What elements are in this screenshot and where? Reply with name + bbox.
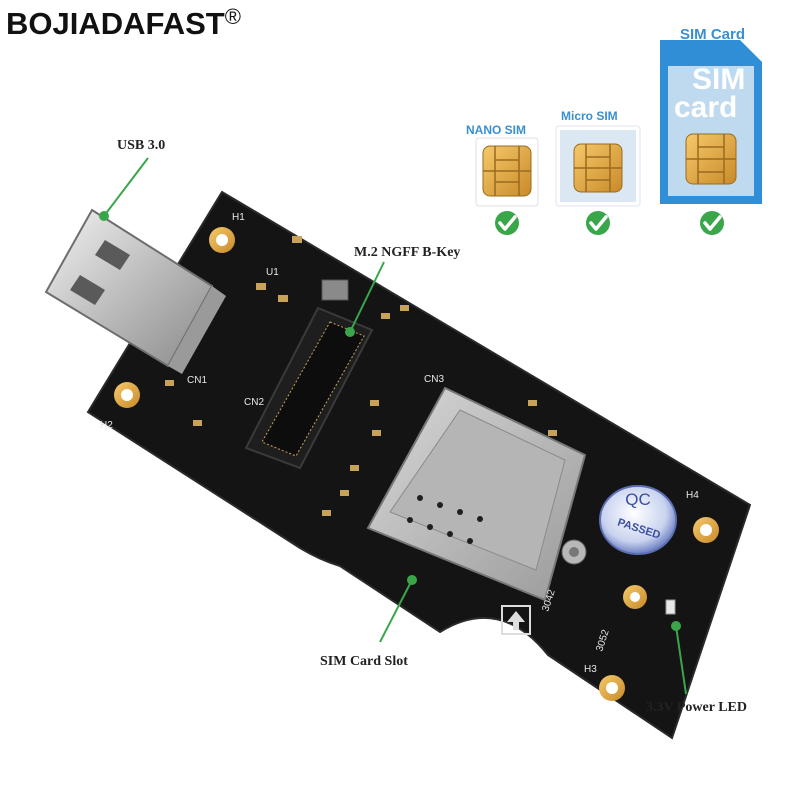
m2-callout-line — [349, 261, 385, 333]
led-callout: 3.3V Power LED — [646, 700, 747, 715]
label-u1: U1 — [266, 267, 279, 278]
qc-text: QC — [625, 490, 651, 509]
brand-name: BOJIADAFAST — [6, 6, 225, 41]
m2-callout: M.2 NGFF B-Key — [354, 245, 461, 260]
label-h2: H2 — [100, 420, 113, 431]
check-nano-icon — [495, 211, 519, 235]
check-standard-icon — [700, 211, 724, 235]
nano-sim-card — [475, 137, 539, 207]
sim-slot-callout: SIM Card Slot — [320, 654, 408, 669]
sim-card-line2: card — [674, 91, 738, 124]
micro-sim-label: Micro SIM — [561, 109, 618, 123]
standard-sim-card — [660, 40, 762, 204]
micro-sim-card — [555, 125, 641, 207]
label-h3: H3 — [584, 664, 597, 675]
label-h4: H4 — [686, 490, 699, 501]
label-h1: H1 — [232, 212, 245, 223]
usb-plug — [44, 208, 226, 374]
label-cn1: CN1 — [187, 375, 207, 386]
sim-card-line1: SIM — [692, 63, 746, 96]
label-cn2: CN2 — [244, 397, 264, 408]
pcb-board — [86, 190, 752, 740]
nano-sim-label: NANO SIM — [466, 123, 526, 137]
led-callout-line — [675, 625, 687, 695]
sim-card-title: SIM Card — [680, 26, 746, 43]
usb-callout-line — [103, 157, 149, 217]
sim-card-big-text: SIM card — [674, 63, 746, 123]
registered-mark: ® — [224, 4, 241, 29]
brand-logo: BOJIADAFAST® — [6, 4, 241, 42]
label-cn3: CN3 — [424, 374, 444, 385]
check-micro-icon — [586, 211, 610, 235]
qc-passed-sticker: QC PASSED — [599, 485, 677, 555]
sim-slot-callout-line — [379, 579, 413, 643]
usb-callout: USB 3.0 — [117, 138, 166, 153]
